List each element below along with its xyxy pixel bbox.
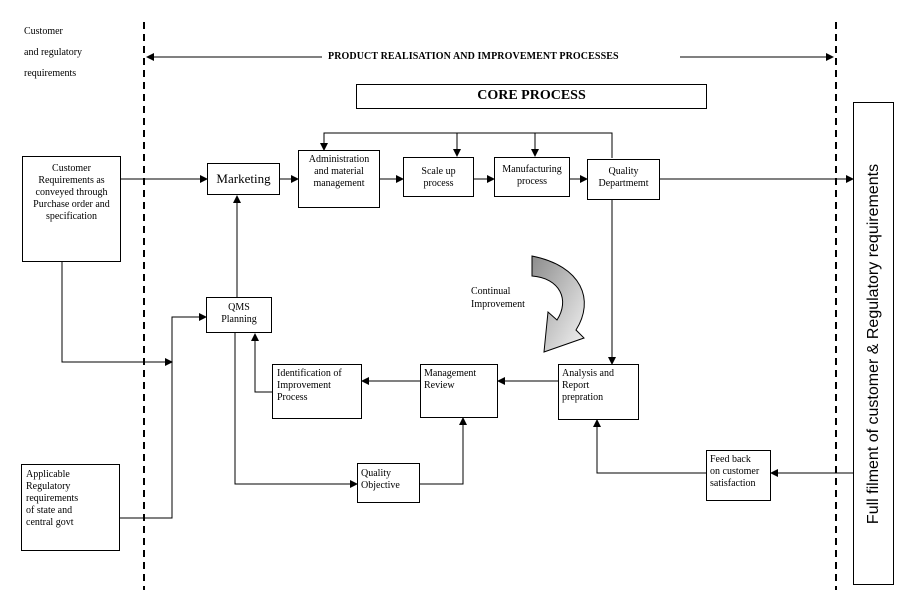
regulatory-line-4: of state and xyxy=(26,505,73,516)
arrow-feedback-to-analysis xyxy=(593,419,706,474)
regulatory-line-5: central govt xyxy=(26,517,74,528)
analysis-line-3: prepration xyxy=(562,392,604,403)
review-line-1: Management xyxy=(424,368,477,379)
manufacturing-line-2: process xyxy=(517,176,547,187)
analysis-box: Analysis and Report prepration xyxy=(558,364,639,420)
fulfilment-text: Full filment of customer & Regulatory re… xyxy=(864,163,882,524)
quality-department-box: Quality Departmemt xyxy=(587,159,660,200)
marketing-box: Marketing xyxy=(207,163,280,195)
qms-planning-box: QMS Planning xyxy=(206,297,272,333)
left-label-line-1: Customer xyxy=(24,26,63,37)
feedback-line-3: satisfaction xyxy=(710,478,756,489)
customer-requirements-box: Customer Requirements as conveyed throug… xyxy=(22,156,121,262)
fulfilment-box: Full filment of customer & Regulatory re… xyxy=(853,102,894,585)
continual-improvement-label-1: Continual xyxy=(471,286,511,297)
customer-req-line-1: Customer xyxy=(52,163,91,174)
arrow-regulatory-to-qms xyxy=(120,313,207,519)
qms-line-2: Planning xyxy=(221,314,257,325)
arrow-objective-to-review xyxy=(420,417,467,485)
regulatory-box: Applicable Regulatory requirements of st… xyxy=(21,464,120,551)
admin-line-1: Administration xyxy=(308,154,370,165)
regulatory-line-1: Applicable xyxy=(26,469,70,480)
identification-line-1: Identification of xyxy=(277,368,342,379)
quality-objective-box: Quality Objective xyxy=(357,463,420,503)
scale-up-box: Scale up process xyxy=(403,157,474,197)
quality-dept-line-2: Departmemt xyxy=(598,178,649,189)
quality-dept-line-1: Quality xyxy=(608,166,639,177)
top-feedback-loop xyxy=(320,132,613,158)
header-label: PRODUCT REALISATION AND IMPROVEMENT PROC… xyxy=(324,51,623,62)
administration-box: Administration and material management xyxy=(298,150,380,208)
continual-improvement-arrow xyxy=(531,255,585,353)
core-process-box: CORE PROCESS xyxy=(356,84,707,109)
customer-req-line-2: Requirements as xyxy=(38,175,105,186)
feedback-box: Feed back on customer satisfaction xyxy=(706,450,771,501)
identification-line-2: Improvement xyxy=(277,380,331,391)
qms-line-1: QMS xyxy=(228,302,250,313)
arrow-identification-to-qms xyxy=(251,333,272,393)
identification-line-3: Process xyxy=(277,392,308,403)
arrow-qms-to-objective xyxy=(234,332,358,488)
objective-line-2: Objective xyxy=(361,480,400,491)
admin-line-2: and material xyxy=(314,166,364,177)
customer-req-line-5: specification xyxy=(45,211,98,222)
continual-improvement-label-2: Improvement xyxy=(471,299,525,310)
identification-box: Identification of Improvement Process xyxy=(272,364,362,419)
left-label-line-2: and regulatory xyxy=(24,47,83,58)
left-label-line-3: requirements xyxy=(24,68,77,79)
scaleup-line-2: process xyxy=(423,178,454,189)
admin-line-3: management xyxy=(313,178,365,189)
analysis-line-2: Report xyxy=(562,380,590,391)
customer-req-line-3: conveyed through xyxy=(35,187,108,198)
review-line-2: Review xyxy=(424,380,455,391)
regulatory-line-2: Regulatory xyxy=(26,481,71,492)
analysis-line-1: Analysis and xyxy=(562,368,614,379)
manufacturing-line-1: Manufacturing xyxy=(502,164,562,175)
objective-line-1: Quality xyxy=(361,468,391,479)
feedback-line-2: on customer xyxy=(710,466,760,477)
regulatory-line-3: requirements xyxy=(26,493,79,504)
manufacturing-box: Manufacturing process xyxy=(494,157,570,197)
scaleup-line-1: Scale up xyxy=(421,166,456,177)
management-review-box: Management Review xyxy=(420,364,498,418)
customer-req-line-4: Purchase order and xyxy=(33,199,110,210)
arrow-customer-to-qms xyxy=(61,262,173,366)
feedback-line-1: Feed back xyxy=(710,454,751,465)
